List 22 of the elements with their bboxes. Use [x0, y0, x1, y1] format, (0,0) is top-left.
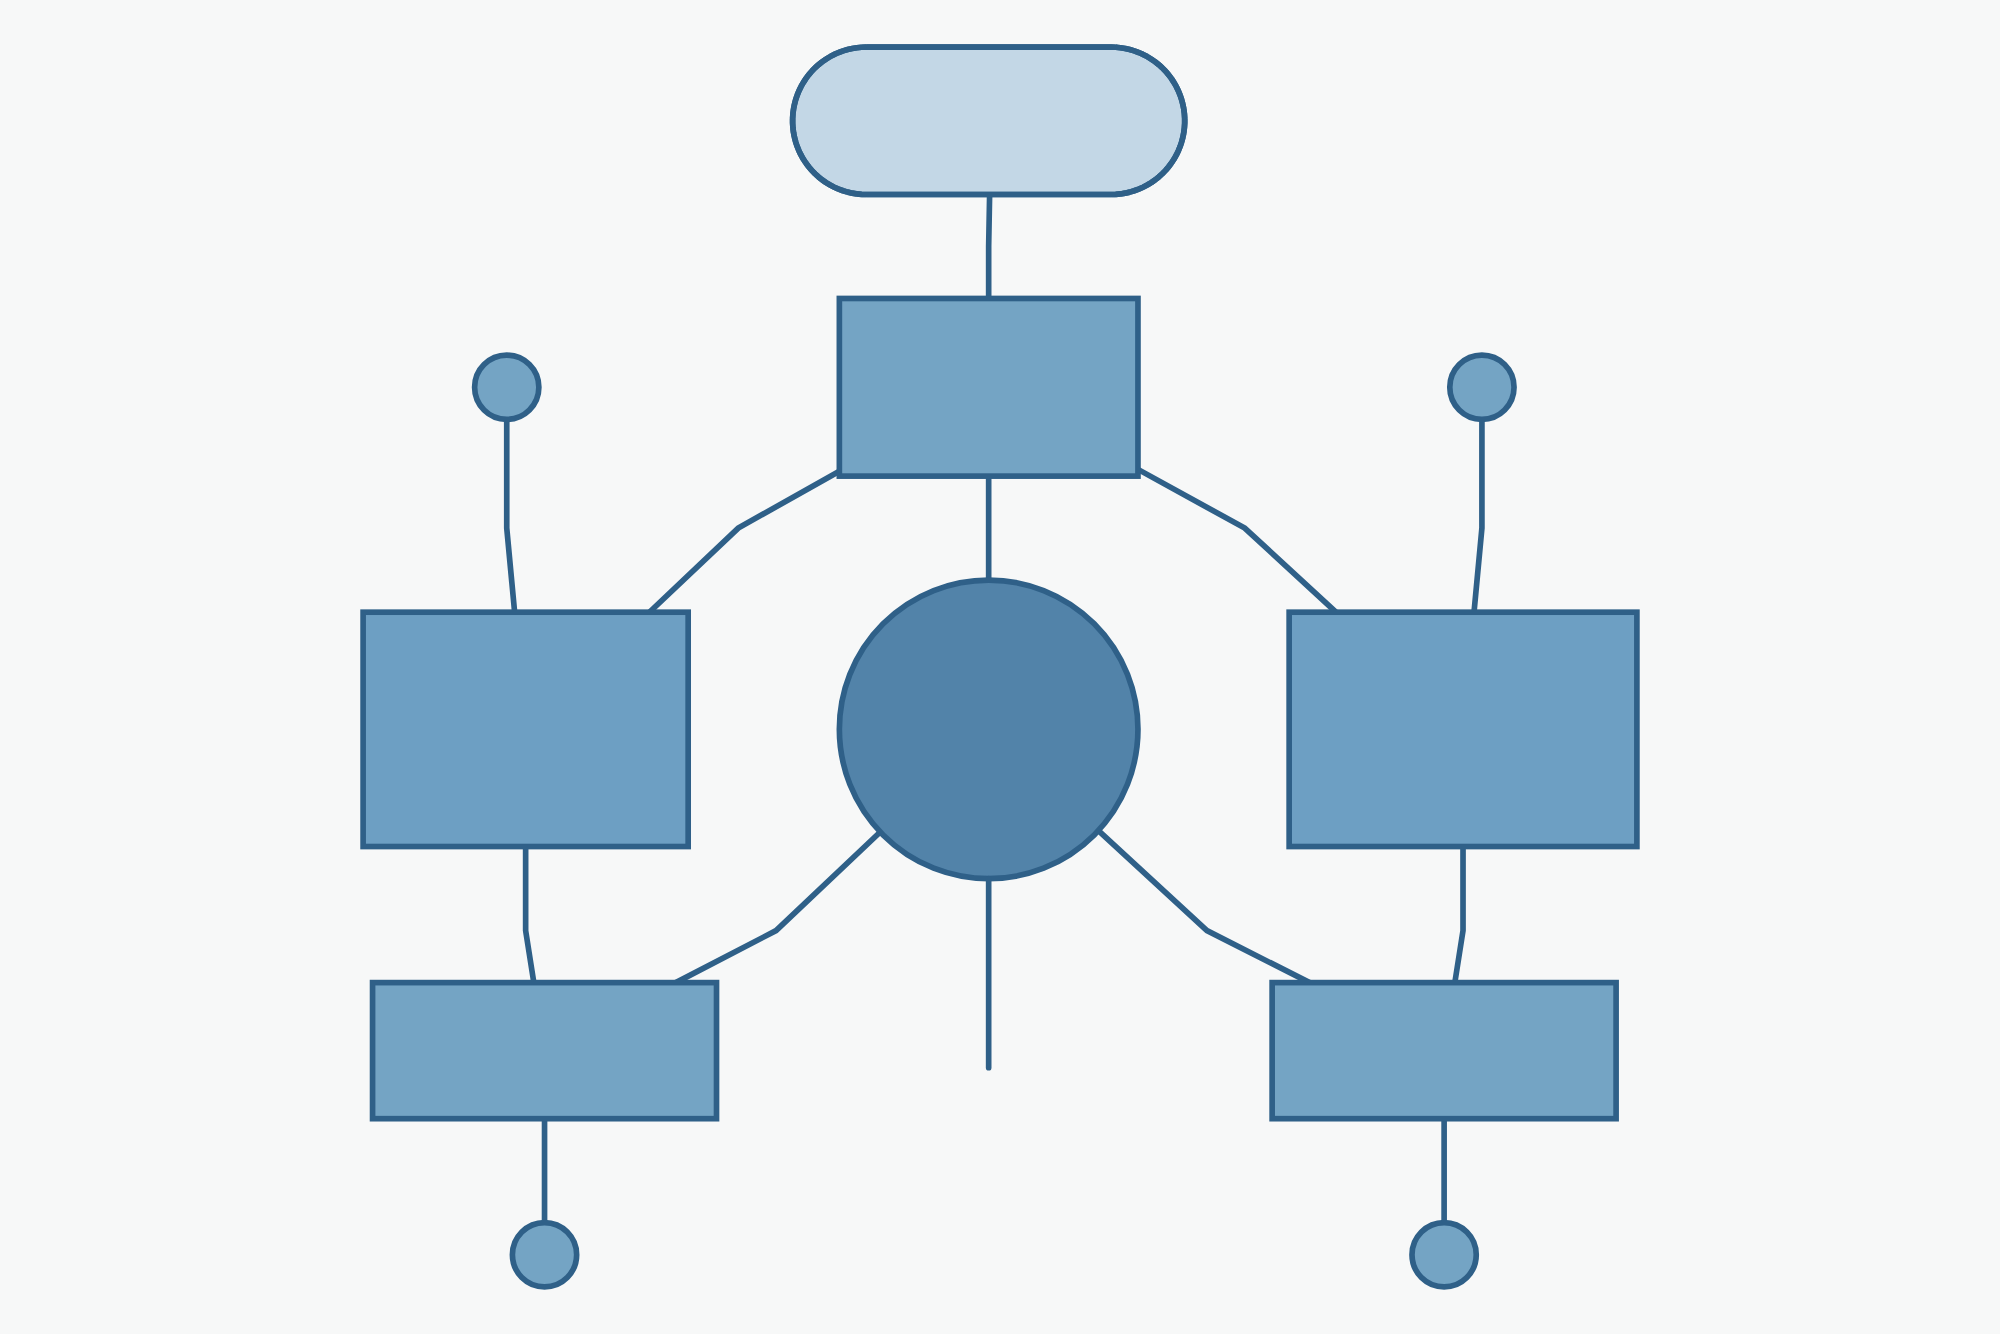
circle-node	[509, 1219, 580, 1290]
connector-line	[503, 419, 518, 613]
circle-node	[471, 352, 542, 423]
connector-line	[985, 875, 992, 1071]
pill-node	[789, 44, 1188, 198]
connector-line	[985, 476, 992, 581]
box-node	[369, 979, 720, 1122]
connector-line	[1452, 846, 1466, 984]
connector-line	[1441, 1118, 1447, 1223]
connector-line	[647, 468, 841, 615]
circle-node	[836, 577, 1141, 882]
connector-line	[522, 846, 537, 984]
box-node	[360, 609, 691, 850]
box-node	[1269, 979, 1619, 1122]
connector-line	[541, 1118, 548, 1223]
box-node	[1286, 609, 1640, 850]
box-node	[836, 295, 1141, 479]
connector-line	[985, 195, 993, 299]
connector-line	[1471, 419, 1485, 613]
circle-node	[1446, 352, 1517, 423]
circle-node	[1409, 1219, 1480, 1290]
connector-line	[1136, 466, 1338, 615]
